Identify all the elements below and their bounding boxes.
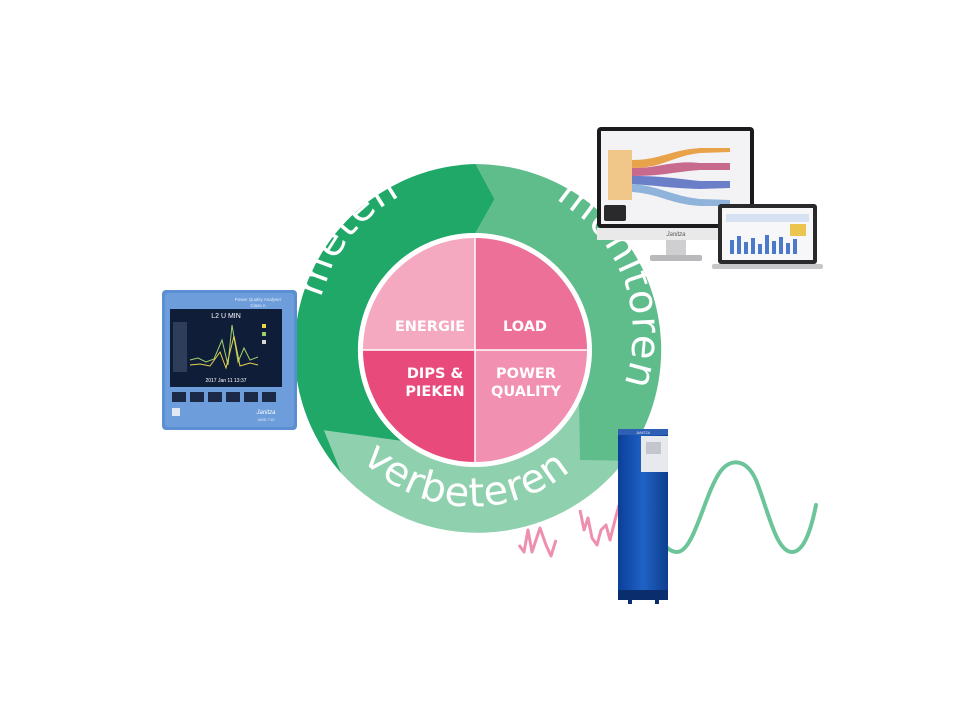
monitoring-displays: Janitza <box>597 127 823 269</box>
meter-brand: Janitza <box>255 410 276 416</box>
meter-model: UMD 710 <box>258 417 276 422</box>
meter-screen-title: L2 U MIN <box>211 313 241 320</box>
quadrant-label-quality: QUALITY <box>491 384 561 400</box>
quadrant-label-power: POWER <box>496 366 556 382</box>
green-sine-waveform <box>643 460 818 555</box>
compensation-cabinet-tower: JANITZA <box>618 429 668 604</box>
meter-qr-icon <box>172 408 180 416</box>
quadrant-label-load: LOAD <box>503 319 547 335</box>
quadrant-label-dips: DIPS & <box>407 366 464 382</box>
svg-text:JANITZA: JANITZA <box>636 431 651 435</box>
meter-header-line1: Power Quality Analyser <box>235 297 282 302</box>
quadrant-label-energie: ENERGIE <box>395 319 465 335</box>
quadrant-label-pieken: PIEKEN <box>405 384 464 400</box>
meter-keypad <box>172 392 276 402</box>
meter-timestamp: 2017 Jan 11 13:37 <box>205 378 246 384</box>
power-quality-meter-device: Power Quality Analyser Class A L2 U MIN … <box>162 290 297 430</box>
segment-meten <box>294 164 495 474</box>
meter-header-line2: Class A <box>250 303 265 308</box>
monitor-brand: Janitza <box>665 232 686 238</box>
pink-distorted-waveform-right <box>578 504 621 547</box>
pink-distorted-waveform <box>517 526 558 558</box>
